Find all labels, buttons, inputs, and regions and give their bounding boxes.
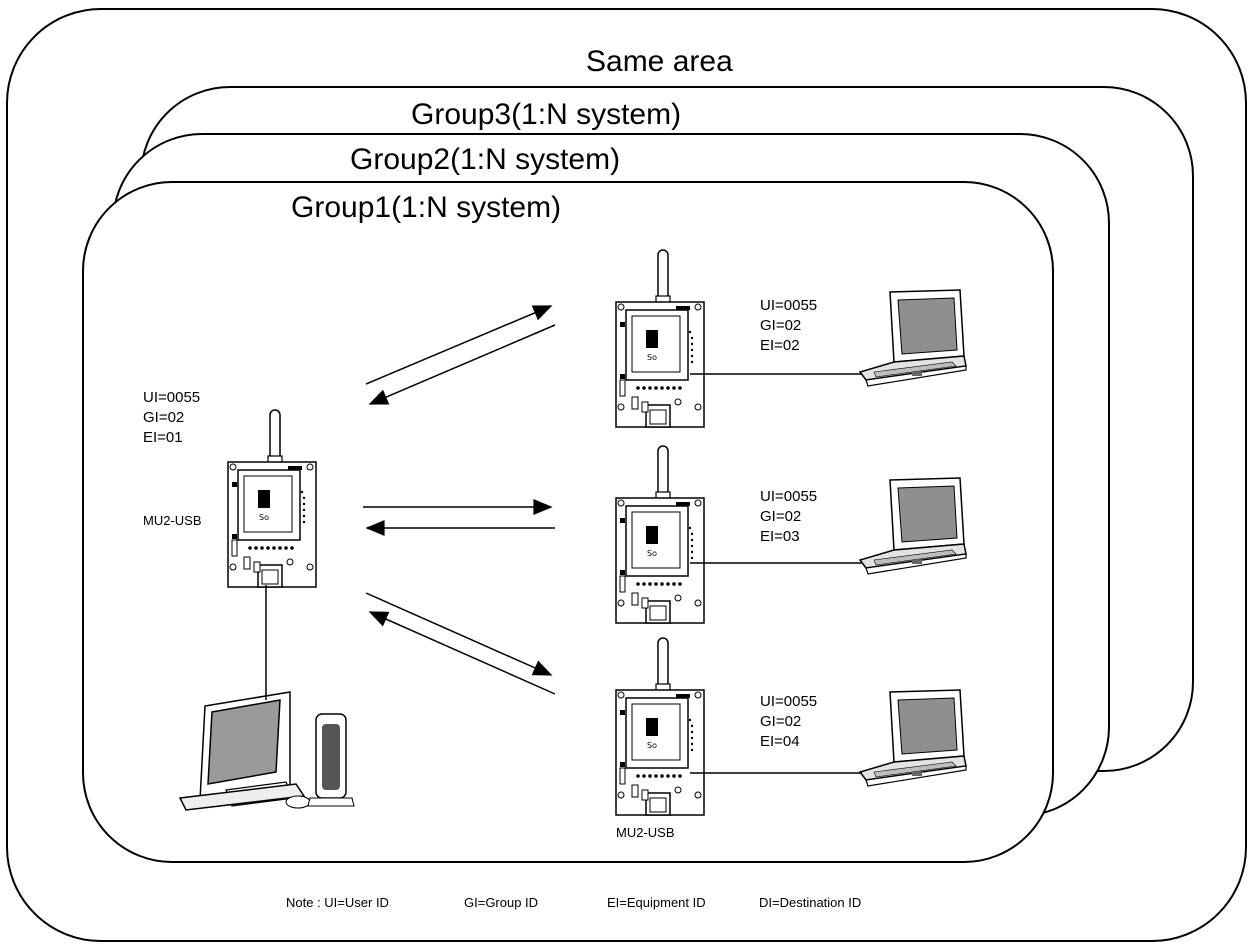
- laptop2-icon: [859, 477, 967, 575]
- slave3-radio-module-icon: [615, 637, 705, 816]
- group3-label: Group3(1:N system): [411, 98, 682, 131]
- master-gi: GI=02: [143, 409, 185, 426]
- arrow-icon-to-slave3: [365, 592, 553, 676]
- note-user-id: Note : UI=User ID: [286, 895, 389, 910]
- group2-label: Group2(1:N system): [350, 143, 621, 176]
- slave2-ui: UI=0055: [760, 488, 818, 505]
- arrow-icon-to-slave1: [365, 305, 553, 385]
- same-area-title: Same area: [586, 45, 733, 78]
- group1-label: Group1(1:N system): [291, 191, 562, 224]
- master-model-label: MU2-USB: [143, 513, 202, 528]
- note-destination-id: DI=Destination ID: [759, 895, 862, 910]
- slave1-radio-module-icon: [615, 249, 705, 428]
- arrow-icon-from-slave1: [368, 324, 556, 405]
- master-radio-module-icon: [227, 409, 317, 588]
- slave-model-label: MU2-USB: [616, 825, 675, 840]
- master-ei: EI=01: [143, 429, 183, 446]
- slave2-ei: EI=03: [760, 528, 800, 545]
- laptop3-icon: [859, 689, 967, 787]
- arrow-icon-from-slave3: [368, 611, 556, 695]
- laptop1-icon: [859, 289, 967, 387]
- slave3-ui: UI=0055: [760, 693, 818, 710]
- slave3-gi: GI=02: [760, 713, 802, 730]
- master-ui: UI=0055: [143, 389, 201, 406]
- note-equipment-id: EI=Equipment ID: [607, 895, 706, 910]
- slave2-gi: GI=02: [760, 508, 802, 525]
- slave3-ei: EI=04: [760, 733, 800, 750]
- slave1-gi: GI=02: [760, 317, 802, 334]
- note-group-id: GI=Group ID: [464, 895, 539, 910]
- slave1-ui: UI=0055: [760, 297, 818, 314]
- slave2-radio-module-icon: [615, 445, 705, 624]
- desktop-pc-icon: [178, 691, 355, 811]
- slave1-ei: EI=02: [760, 337, 800, 354]
